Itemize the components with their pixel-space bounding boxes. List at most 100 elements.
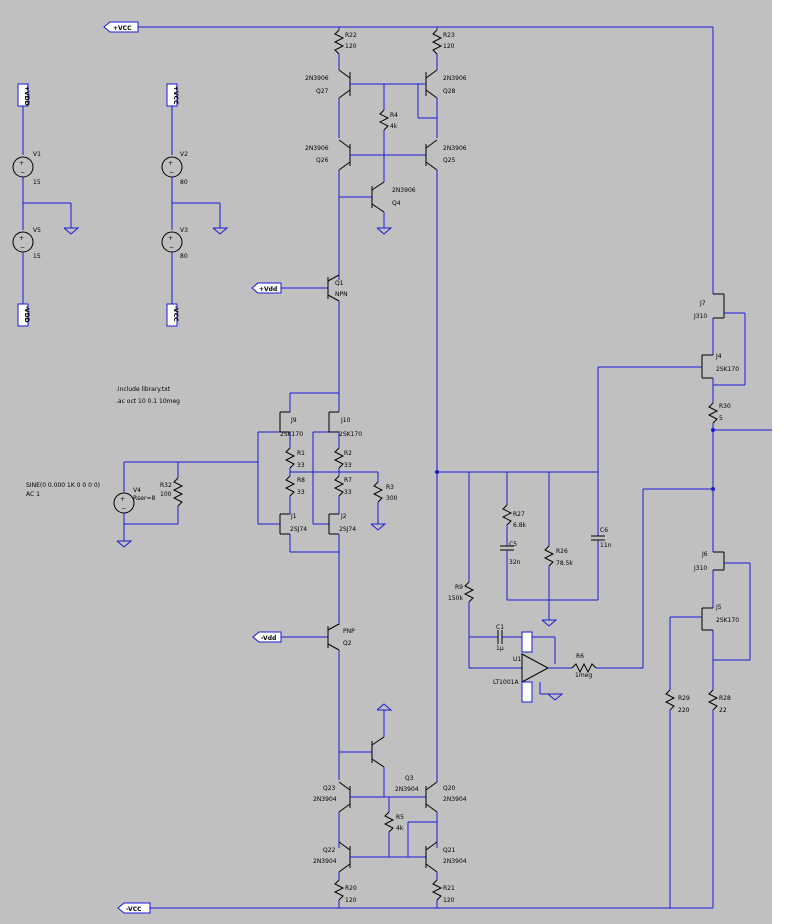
capacitors-C5-value-label: 32n [509,559,521,566]
supply_flags-vcc_top-label: +VCC [172,86,179,105]
resistors-R6-name-label: R6 [576,653,584,660]
source-value-label: Rser=8 [133,495,155,502]
source-name-label: V4 [133,487,141,494]
component-symbol [543,545,555,567]
label-label: + [120,496,125,503]
schematic-canvas: +VCC -VCC +VDD +− V1 15 +− V5 15 -VDD +V… [12,21,772,914]
component-symbol [425,863,438,873]
resistors-R1-name-label: R1 [297,450,305,457]
resistors-R26-name-label: R26 [556,548,568,555]
resistors-R29-name-label: R29 [678,695,690,702]
resistors-R7-name-label: R7 [344,477,352,484]
component-symbol [372,481,384,503]
opamp-name-label: U1 [513,656,521,663]
component-symbol [521,631,533,653]
component-symbol [521,681,533,703]
transistors-Q1-name-label: Q1 [335,280,344,287]
jfets-J2-name-label: J2 [340,513,347,520]
schematic-sheet: +VCC -VCC +VDD +− V1 15 +− V5 15 -VDD +V… [0,0,772,924]
component-symbol [333,447,345,469]
component-symbol [431,29,443,55]
label-label: − [121,505,126,512]
component-symbol [327,643,340,651]
wire [376,703,393,711]
transistors-Q28-model-label: 2N3906 [443,75,467,82]
component-symbol [711,428,715,432]
resistors-R9-name-label: R9 [455,584,463,591]
component-symbol [371,758,385,768]
sources-V2-name-label: V2 [180,151,188,158]
component-symbol [333,879,345,901]
input-source: SINE(0 0.000 1K 0 0 0 0) AC 1 +− V4 Rser… [26,461,258,548]
label-label: + [168,235,173,242]
component-symbol [371,736,385,746]
jfets-J10-name-label: J10 [340,417,351,424]
vcc-rail: +VCC [103,21,714,294]
resistors-R21-name-label: R21 [443,885,455,892]
resistors-R6-value-label: 1meg [575,672,592,679]
component-symbol [17,303,29,327]
resistors-R2-name-label: R2 [344,450,352,457]
component-symbol [333,29,345,55]
transistors-Q23-model-label: 2N3904 [313,796,337,803]
resistors-R3-name-label: R3 [386,484,394,491]
resistors-R5-value-label: 4k [396,825,404,832]
transistors-Q28-name-label: Q28 [443,88,456,95]
resistors-R3-value-label: 300 [386,495,398,502]
component-symbol [371,203,385,213]
sources-V3-value-label: 80 [180,253,188,260]
transistors-Q25-model-label: 2N3906 [443,145,467,152]
resistors-R7-value-label: 33 [344,489,352,496]
component-symbol [338,803,351,813]
bottom-current-mirror: Q23 2N3904 Q3 2N3904 Q20 2N3904 R5 4k Q2… [313,703,467,908]
rails-vdd-label: +Vdd [259,286,277,293]
resistors-R30-value-label: 5 [719,415,723,422]
sources-V1-name-label: V1 [33,151,41,158]
jfets-J9-name-label: J9 [290,417,297,424]
vas-npn-stage: +Vdd Q1 NPN [251,274,348,412]
resistors-R32-name-label: R32 [160,482,172,489]
label-label: − [20,169,25,176]
resistors-R2-value-label: 33 [344,462,352,469]
label-label: − [169,244,174,251]
jfets-J4-model-label: 2SK170 [716,366,739,373]
jfets-J6-name-label: J6 [701,551,708,558]
component-symbol [425,841,438,851]
resistors-R27-name-label: R27 [513,511,525,518]
transistors-Q4-model-label: 2N3906 [392,187,416,194]
component-symbol [425,89,438,99]
wire [547,693,564,701]
capacitors-C6-value-label: 11n [600,542,612,549]
capacitors-C1-name-label: C1 [496,624,504,631]
component-symbol [711,487,715,491]
component-symbol [284,447,296,469]
label-label: − [169,169,174,176]
component-symbol [172,477,184,507]
resistors-R8-value-label: 33 [297,489,305,496]
capacitors-C1-value-label: 1µ [496,645,504,652]
resistors-R22-value-label: 120 [345,43,357,50]
resistors-R4-name-label: R4 [390,112,398,119]
transistors-Q22-model-label: 2N3904 [313,858,337,865]
resistors-R4-value-label: 4k [390,123,398,130]
transistors-Q21-name-label: Q21 [443,847,456,854]
transistors-Q26-name-label: Q26 [316,157,329,164]
label-label: + [168,160,173,167]
capacitors-C5-name-label: C5 [509,541,517,548]
supply_flags-vcc_bot-label: -VCC [172,306,179,322]
transistors-Q4-name-label: Q4 [392,200,401,207]
wire [370,523,387,531]
component-symbol [501,504,513,526]
transistors-Q3-model-label: 2N3904 [395,786,419,793]
transistors-Q27-name-label: Q27 [316,88,329,95]
component-symbol [338,69,351,79]
jfets-J10-model-label: 2SK170 [339,431,362,438]
component-symbol [571,662,597,674]
transistors-Q3-name-label: Q3 [405,775,414,782]
wire [541,619,558,627]
component-symbol [371,181,385,191]
transistors-Q2-model-label: PNP [343,628,355,635]
resistors-R20-name-label: R20 [345,885,357,892]
transistors-Q23-name-label: Q23 [323,785,336,792]
servo-network: R27 6.8k C5 32n R26 78.5k C6 11n R9 150k… [448,366,713,703]
